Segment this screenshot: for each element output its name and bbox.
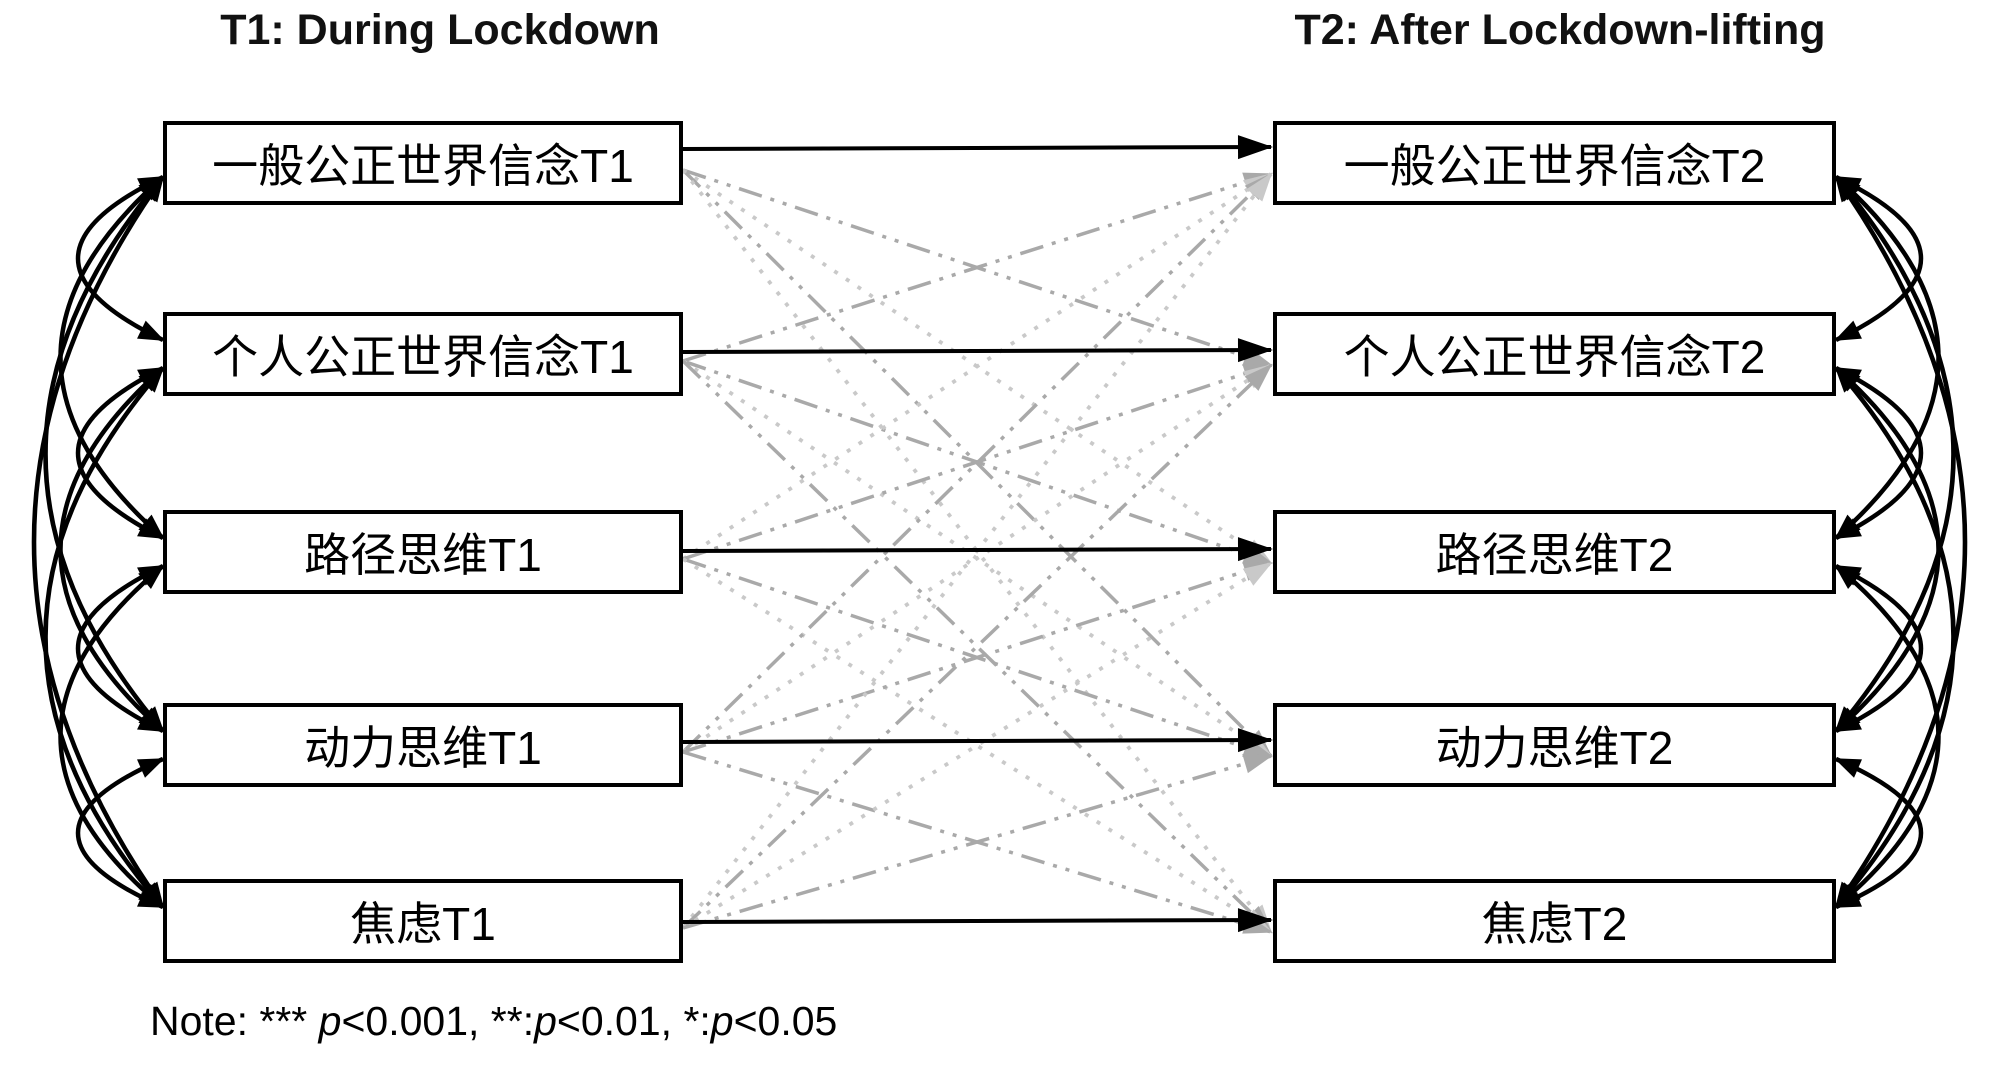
- t2-correlation-arcs: [1834, 174, 1968, 910]
- stability-arrow: [682, 338, 1273, 363]
- t2-correlation-arc: [1834, 756, 1924, 910]
- t2-correlation-arc: [1834, 366, 1956, 909]
- t2-correlation-arc: [1834, 563, 1924, 734]
- cross-lagged-arrow: [682, 363, 1273, 561]
- t1-correlation-arc: [43, 175, 165, 733]
- note-text: <0.01, *:: [556, 998, 711, 1044]
- cross-lagged-arrow: [682, 753, 1273, 930]
- box-t2-agency-thinking: 动力思维T2: [1273, 703, 1836, 787]
- note-italic-p: p: [534, 998, 557, 1044]
- stability-paths: [682, 135, 1273, 933]
- cross-lagged-arrow: [681, 168, 1273, 758]
- t1-correlation-arc: [75, 365, 165, 541]
- column-title-t2: T2: After Lockdown-lifting: [1294, 6, 1826, 54]
- t2-correlation-arc: [1834, 365, 1924, 541]
- cross-lagged-arrow: [681, 172, 1273, 930]
- note-text: <0.05: [733, 998, 838, 1044]
- stability-arrow: [682, 135, 1273, 160]
- significance-note: Note: *** p<0.001, **:p<0.01, *:p<0.05: [150, 998, 837, 1045]
- box-t2-anxiety: 焦虑T2: [1273, 879, 1836, 963]
- t1-correlation-arc: [75, 174, 165, 343]
- note-italic-p: p: [710, 998, 734, 1044]
- cross-lagged-arrow: [681, 561, 1273, 930]
- box-t1-anxiety: 焦虑T1: [163, 879, 683, 963]
- cross-lagged-paths: [681, 168, 1273, 934]
- t2-correlation-arc: [1834, 175, 1956, 733]
- note-text: <0.001, **:: [341, 998, 535, 1044]
- box-t1-personal-just-world-belief: 个人公正世界信念T1: [163, 312, 683, 396]
- stability-arrow: [682, 537, 1273, 562]
- t1-correlation-arc: [58, 564, 165, 909]
- t1-correlation-arc: [58, 366, 165, 733]
- box-t2-general-just-world-belief: 一般公正世界信念T2: [1273, 121, 1836, 205]
- cross-lagged-arrow: [681, 359, 1273, 934]
- box-t2-personal-just-world-belief: 个人公正世界信念T2: [1273, 312, 1836, 396]
- cross-lagged-arrow: [681, 172, 1273, 561]
- t2-correlation-arc: [1834, 366, 1941, 733]
- note-italic-p: p: [318, 998, 342, 1044]
- box-t2-pathways-thinking: 路径思维T2: [1273, 510, 1836, 594]
- cross-lagged-arrow: [682, 557, 1273, 758]
- cross-lagged-arrow: [681, 168, 1273, 934]
- t1-correlation-arc: [58, 175, 165, 540]
- cross-lagged-arrow: [681, 172, 1273, 754]
- t1-correlation-arc: [43, 366, 165, 909]
- stability-arrow: [682, 728, 1273, 753]
- cross-lagged-arrow: [681, 557, 1273, 934]
- t1-correlation-arc: [75, 756, 165, 910]
- box-t1-pathways-thinking: 路径思维T1: [163, 510, 683, 594]
- cross-lagged-arrow: [681, 168, 1273, 565]
- cross-lagged-arrow: [682, 750, 1273, 934]
- cross-lagged-arrow: [682, 168, 1273, 367]
- column-title-t1: T1: During Lockdown: [220, 6, 660, 54]
- t2-correlation-arc: [1834, 175, 1941, 540]
- note-text: Note: ***: [150, 998, 319, 1044]
- cross-lagged-arrow: [682, 561, 1273, 754]
- t2-correlation-arc: [1834, 175, 1968, 909]
- cross-lagged-arrow: [682, 172, 1273, 363]
- t1-correlation-arc: [31, 175, 165, 909]
- cross-lagged-arrow: [681, 363, 1273, 930]
- t1-correlation-arc: [75, 563, 165, 734]
- box-t1-agency-thinking: 动力思维T1: [163, 703, 683, 787]
- stability-arrow: [682, 908, 1273, 933]
- t2-correlation-arc: [1834, 564, 1941, 909]
- cross-lagged-arrow: [681, 359, 1273, 758]
- cross-lagged-arrow: [682, 359, 1273, 565]
- t2-correlation-arc: [1834, 174, 1924, 343]
- box-t1-general-just-world-belief: 一般公正世界信念T1: [163, 121, 683, 205]
- cross-lagged-arrow: [681, 363, 1273, 754]
- t1-correlation-arcs: [31, 174, 165, 910]
